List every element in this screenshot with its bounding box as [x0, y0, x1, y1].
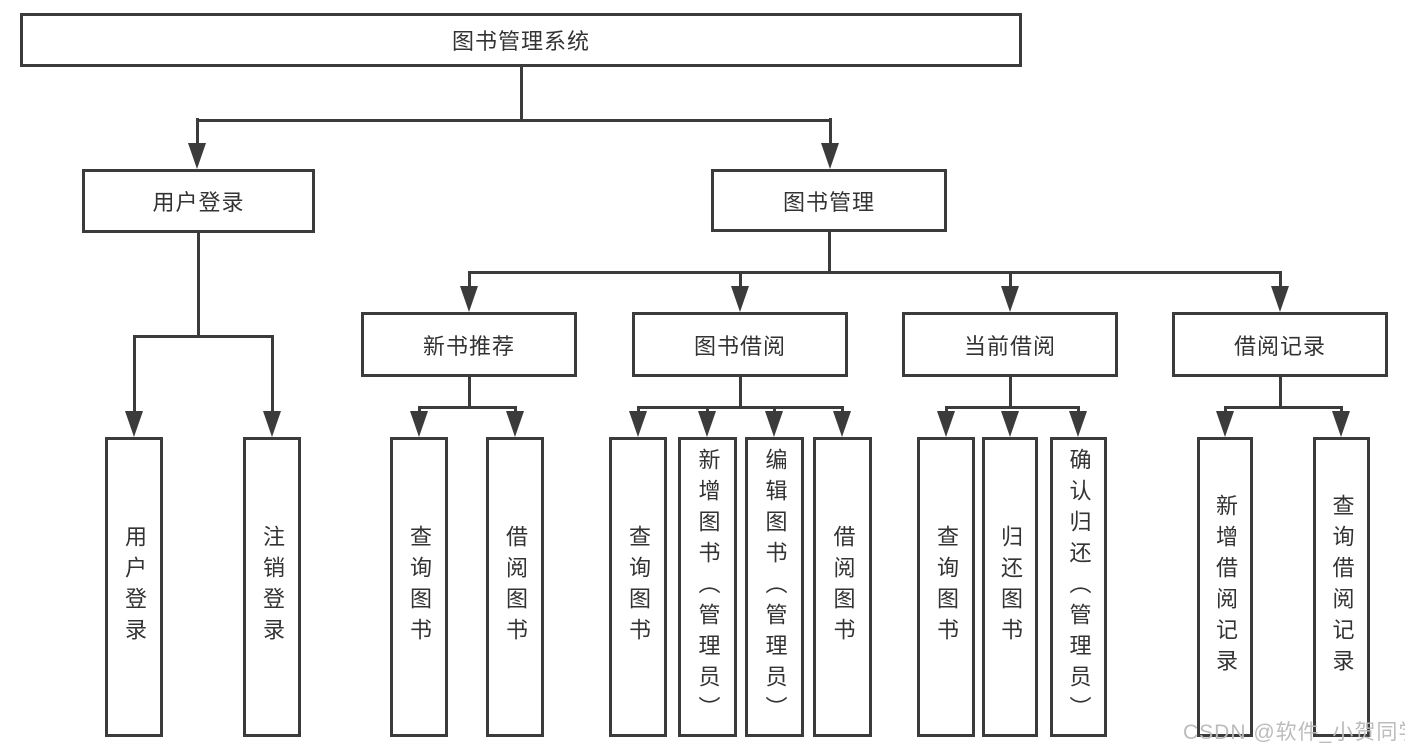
leaf-label: 归还图书: [998, 525, 1023, 649]
leaf-label: 借阅图书: [503, 525, 528, 649]
leaf-return-book: 归还图书: [982, 437, 1038, 737]
node-label: 当前借阅: [963, 333, 1056, 359]
node-book-borrowing: 图书借阅: [632, 312, 848, 377]
connector-line-horizontal: [132, 334, 274, 338]
arrow-down-icon: [937, 411, 955, 437]
connector-line-horizontal: [1223, 405, 1343, 409]
connector-line-vertical: [827, 232, 831, 274]
leaf-label: 编辑图书（管理员）: [762, 447, 788, 727]
connector-line-horizontal: [417, 405, 517, 409]
node-new-book-recommend: 新书推荐: [361, 312, 577, 377]
node-user-login: 用户登录: [82, 169, 315, 233]
connector-line-vertical: [513, 406, 517, 413]
arrow-down-icon: [506, 411, 524, 437]
arrow-down-icon: [125, 411, 143, 437]
arrow-down-icon: [188, 143, 206, 169]
arrow-down-icon: [731, 286, 749, 312]
leaf-query-books-current: 查询图书: [917, 437, 975, 737]
leaf-add-borrow-record: 新增借阅记录: [1197, 437, 1253, 737]
leaf-label: 查询借阅记录: [1329, 494, 1355, 680]
connector-line-vertical: [738, 271, 742, 288]
node-label: 借阅记录: [1233, 333, 1326, 359]
leaf-query-books-borrowing: 查询图书: [609, 437, 667, 737]
connector-line-vertical: [467, 271, 471, 288]
arrow-down-icon: [821, 143, 839, 169]
connector-line-horizontal: [195, 118, 832, 122]
node-root-library-system: 图书管理系统: [20, 13, 1022, 67]
connector-line-vertical: [417, 406, 421, 413]
node-label: 图书管理系统: [451, 29, 590, 54]
connector-line-vertical: [1278, 377, 1282, 409]
leaf-label: 新增图书（管理员）: [695, 447, 721, 727]
leaf-confirm-return-admin: 确认归还（管理员）: [1050, 437, 1107, 737]
leaf-borrow-books-borrowing: 借阅图书: [813, 437, 872, 737]
leaf-user-login: 用户登录: [105, 437, 163, 737]
leaf-label: 用户登录: [122, 525, 147, 649]
leaf-label: 查询图书: [626, 525, 651, 649]
arrow-down-icon: [460, 286, 478, 312]
connector-line-horizontal: [944, 405, 1080, 409]
arrow-down-icon: [698, 411, 716, 437]
connector-line-vertical: [270, 335, 274, 413]
arrow-down-icon: [765, 411, 783, 437]
leaf-query-books-recommend: 查询图书: [390, 437, 448, 737]
connector-line-vertical: [1339, 406, 1343, 413]
leaf-label: 注销登录: [260, 525, 285, 649]
leaf-edit-book-admin: 编辑图书（管理员）: [745, 437, 804, 737]
arrow-down-icon: [1001, 286, 1019, 312]
arrow-down-icon: [833, 411, 851, 437]
arrow-down-icon: [1332, 411, 1350, 437]
node-label: 图书管理: [782, 189, 875, 215]
leaf-label: 查询图书: [934, 525, 959, 649]
connector-line-vertical: [944, 406, 948, 413]
connector-line-vertical: [1223, 406, 1227, 413]
connector-line-vertical: [772, 406, 776, 413]
leaf-logout: 注销登录: [243, 437, 301, 737]
arrow-down-icon: [1271, 286, 1289, 312]
leaf-borrow-books-recommend: 借阅图书: [486, 437, 544, 737]
connector-line-vertical: [195, 118, 199, 145]
connector-line-vertical: [519, 67, 523, 120]
node-label: 图书借阅: [693, 333, 786, 359]
connector-line-horizontal: [467, 270, 1282, 274]
connector-line-vertical: [196, 233, 200, 338]
connector-line-vertical: [840, 406, 844, 413]
leaf-query-borrow-record: 查询借阅记录: [1313, 437, 1370, 737]
connector-line-vertical: [1008, 377, 1012, 409]
node-book-management: 图书管理: [711, 169, 947, 232]
arrow-down-icon: [410, 411, 428, 437]
connector-line-vertical: [738, 377, 742, 409]
connector-line-vertical: [1008, 271, 1012, 288]
node-current-borrowing: 当前借阅: [902, 312, 1118, 377]
csdn-watermark: CSDN @软件_小贺同学: [1183, 721, 1405, 744]
connector-line-vertical: [1278, 271, 1282, 288]
connector-line-vertical: [636, 406, 640, 413]
connector-line-vertical: [1076, 406, 1080, 413]
node-label: 用户登录: [152, 190, 245, 215]
connector-line-vertical: [705, 406, 709, 413]
node-borrowing-records: 借阅记录: [1172, 312, 1388, 377]
connector-line-horizontal: [636, 405, 844, 409]
leaf-label: 确认归还（管理员）: [1066, 447, 1092, 727]
leaf-label: 新增借阅记录: [1213, 494, 1238, 680]
connector-line-vertical: [132, 335, 136, 413]
node-label: 新书推荐: [422, 333, 515, 359]
connector-line-vertical: [467, 377, 471, 409]
connector-line-vertical: [828, 118, 832, 145]
leaf-add-book-admin: 新增图书（管理员）: [678, 437, 737, 737]
leaf-label: 查询图书: [407, 525, 432, 649]
arrow-down-icon: [1216, 411, 1234, 437]
arrow-down-icon: [1001, 411, 1019, 437]
arrow-down-icon: [263, 411, 281, 437]
arrow-down-icon: [1069, 411, 1087, 437]
arrow-down-icon: [629, 411, 647, 437]
leaf-label: 借阅图书: [830, 525, 856, 649]
